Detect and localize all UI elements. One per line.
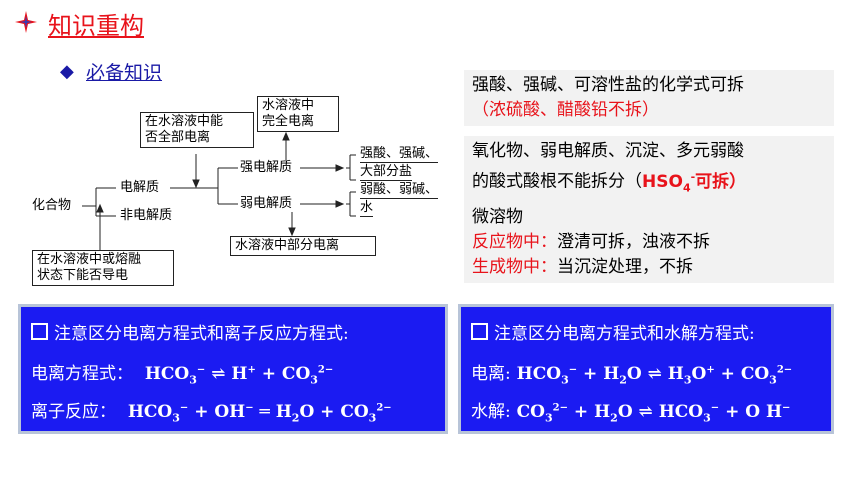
note1-line2: （浓硫酸、醋酸铅不拆）	[472, 100, 659, 120]
ionize-line-2: 否全部电离	[145, 130, 211, 145]
panel-right-r1-label: 电离:	[471, 364, 511, 384]
condition-box: 在水溶液中或熔融 状态下能否导电	[32, 250, 174, 286]
partial-line: 水溶液中部分电离	[235, 238, 340, 253]
panel-right-r2-label: 水解:	[471, 402, 511, 422]
note1-line1: 强酸、强碱、可溶性盐的化学式可拆	[472, 75, 744, 95]
panel-left-r1-label: 电离方程式：	[31, 364, 133, 384]
ionize-box: 在水溶液中能 否全部电离	[140, 112, 254, 148]
complete-ionize-box: 水溶液中 完全电离	[257, 96, 339, 132]
weak-examples-1: 弱酸、弱碱、	[360, 182, 439, 199]
complete-line-2: 完全电离	[262, 114, 315, 129]
ionize-line-1: 在水溶液中能	[145, 114, 224, 129]
page-title: 知识重构	[48, 12, 144, 40]
checkbox-icon	[31, 323, 48, 340]
hso-text: HSO	[642, 171, 683, 192]
panel-right-eq1: HCO3− + H2O ⇌ H3O+ + CO32−	[510, 364, 793, 387]
sparkle-icon	[15, 11, 37, 33]
note3-line2: 反应物中：澄清可拆，浊液不拆	[472, 230, 826, 255]
complete-line-1: 水溶液中	[262, 98, 315, 113]
note-splittable: 强酸、强碱、可溶性盐的化学式可拆 （浓硫酸、醋酸铅不拆）	[464, 70, 834, 126]
condition-line-2: 状态下能否导电	[37, 268, 129, 283]
panel-right-eq2: CO32− + H2O ⇌ HCO3− + O H−	[510, 402, 791, 425]
panel-left-heading-text: 注意区分电离方程式和离子反应方程式:	[54, 324, 349, 344]
note2-line2: 的酸式酸根不能拆分（HSO4-可拆）	[472, 164, 826, 200]
section-title: 必备知识	[86, 62, 163, 84]
panel-left-heading: 注意区分电离方程式和离子反应方程式:	[31, 319, 349, 344]
panel-right-row2: 水解: CO32− + H2O ⇌ HCO3− + O H−	[471, 397, 790, 424]
panel-left-eq1: HCO3− ⇌ H+ + CO32−	[133, 364, 334, 387]
panel-right-heading: 注意区分电离方程式和水解方程式:	[471, 319, 755, 344]
note2-tail: 可拆）	[695, 171, 747, 192]
panel-right-heading-text: 注意区分电离方程式和水解方程式:	[494, 324, 755, 344]
note2-text: 的酸式酸根不能拆分（	[472, 171, 642, 192]
diamond-bullet-icon: ◆	[60, 61, 74, 82]
condition-line-1: 在水溶液中或熔融	[37, 252, 142, 267]
strong-examples-1: 强酸、强碱、	[360, 146, 439, 163]
panel-left-row1: 电离方程式： HCO3− ⇌ H+ + CO32−	[31, 359, 333, 386]
non-electrolyte-label: 非电解质	[120, 208, 173, 223]
panel-ionization-vs-hydrolysis: 注意区分电离方程式和水解方程式: 电离: HCO3− + H2O ⇌ H3O+ …	[458, 304, 834, 434]
compound-label: 化合物	[32, 198, 72, 213]
weak-electrolyte-label: 弱电解质	[240, 196, 293, 211]
note-not-splittable: 氧化物、弱电解质、沉淀、多元弱酸 的酸式酸根不能拆分（HSO4-可拆）	[464, 136, 834, 204]
note2-hso4: HSO4-可拆）	[642, 170, 747, 195]
checkbox-icon	[471, 323, 488, 340]
note3-line3: 生成物中：当沉淀处理，不拆	[472, 255, 826, 280]
hso-sub: 4	[682, 181, 691, 195]
hso-sup: -	[690, 170, 696, 183]
reactant-label: 反应物中：	[472, 232, 557, 252]
note3-line1: 微溶物	[472, 207, 523, 227]
strong-examples-2: 大部分盐	[360, 164, 413, 181]
panel-left-r2-label: 离子反应：	[31, 402, 116, 422]
panel-left-eq2: HCO3− + OH− ═ H2O + CO32−	[116, 402, 392, 425]
panel-right-row1: 电离: HCO3− + H2O ⇌ H3O+ + CO32−	[471, 359, 792, 386]
reactant-text: 澄清可拆，浊液不拆	[557, 232, 710, 252]
note-slightly-soluble: 微溶物 反应物中：澄清可拆，浊液不拆 生成物中：当沉淀处理，不拆	[464, 202, 834, 283]
product-label: 生成物中：	[472, 257, 557, 277]
electrolyte-label: 电解质	[120, 180, 160, 195]
diagram-lines	[82, 131, 356, 250]
weak-examples-2: 水	[360, 200, 374, 217]
panel-ionization-vs-ionic: 注意区分电离方程式和离子反应方程式: 电离方程式： HCO3− ⇌ H+ + C…	[18, 304, 448, 434]
partial-ionize-box: 水溶液中部分电离	[230, 236, 376, 256]
note2-line1: 氧化物、弱电解质、沉淀、多元弱酸	[472, 141, 744, 161]
strong-electrolyte-label: 强电解质	[240, 160, 293, 175]
panel-left-row2: 离子反应： HCO3− + OH− ═ H2O + CO32−	[31, 397, 392, 424]
product-text: 当沉淀处理，不拆	[557, 257, 693, 277]
